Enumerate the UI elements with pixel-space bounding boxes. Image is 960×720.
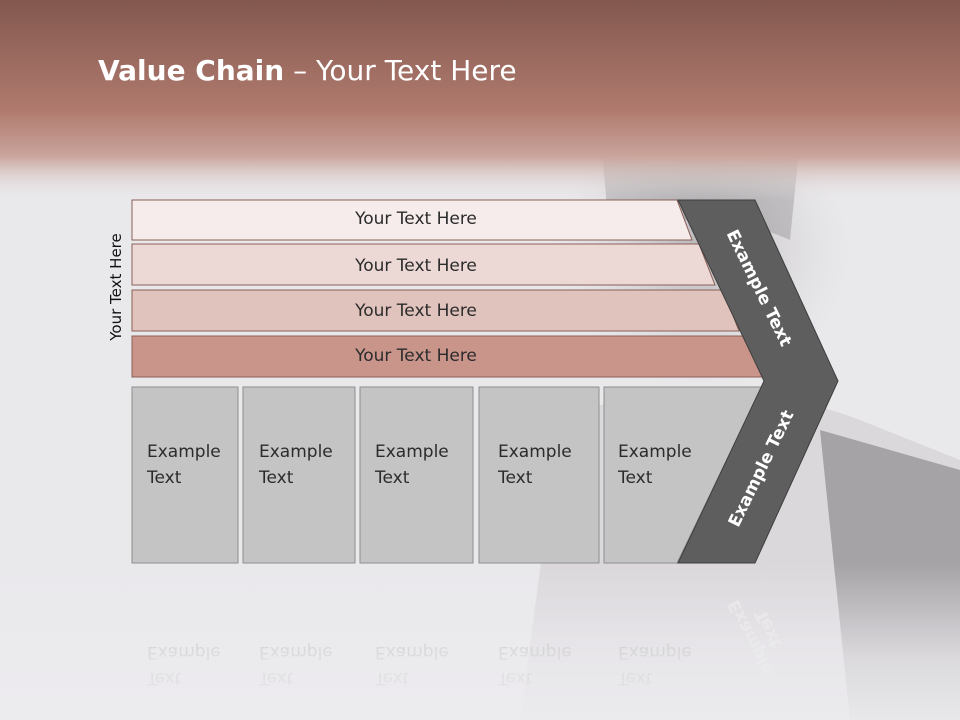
title-rest: – Your Text Here — [284, 54, 517, 87]
bar-3[interactable] — [131, 289, 740, 332]
bar-1[interactable] — [131, 199, 693, 241]
title-bold: Value Chain — [98, 54, 285, 87]
column-5-line1: Example — [618, 442, 692, 462]
column-4-line2: Text — [498, 468, 533, 488]
bar-label-3: Your Text Here — [355, 301, 477, 321]
reflection-fade — [0, 563, 960, 720]
column-2-line2: Text — [259, 468, 294, 488]
column-text-4: Example Text — [498, 439, 572, 491]
column-text-3: Example Text — [375, 439, 449, 491]
column-2-line1: Example — [259, 442, 333, 462]
column-4-line1: Example — [498, 442, 572, 462]
column-text-5: Example Text — [618, 439, 692, 491]
column-text-2: Example Text — [259, 439, 333, 491]
column-3-line1: Example — [375, 442, 449, 462]
page-title: Value Chain – Your Text Here — [98, 54, 517, 87]
bar-label-4: Your Text Here — [355, 346, 477, 366]
column-1[interactable] — [131, 386, 239, 564]
bar-2[interactable] — [131, 243, 716, 286]
bar-label-1: Your Text Here — [355, 209, 477, 229]
column-4[interactable] — [478, 386, 600, 564]
column-3[interactable] — [359, 386, 474, 564]
column-5-line2: Text — [618, 468, 653, 488]
column-text-1: Example Text — [147, 439, 221, 491]
column-3-line2: Text — [375, 468, 410, 488]
column-1-line2: Text — [147, 468, 182, 488]
bar-label-2: Your Text Here — [355, 256, 477, 276]
column-1-line1: Example — [147, 442, 221, 462]
